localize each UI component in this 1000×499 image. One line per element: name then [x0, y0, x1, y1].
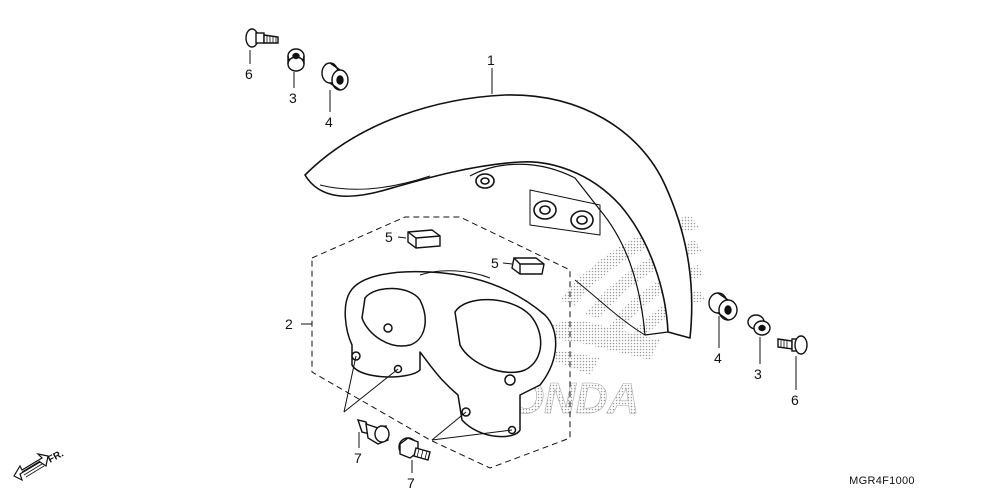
callout-7-left: 7: [354, 450, 362, 466]
front-direction-arrow: FR.: [13, 448, 66, 482]
stay-bolt-hole: [504, 374, 516, 386]
callout-6-top: 6: [245, 66, 253, 82]
collar-right: [747, 314, 771, 336]
callout-3-right: 3: [754, 366, 762, 382]
rubber-block-left: [407, 229, 441, 249]
bolt-top-left: [245, 28, 279, 48]
leader-lines: [249, 50, 797, 473]
grommet-top: [321, 62, 349, 91]
callout-2: 2: [285, 316, 293, 332]
bolt-right: [777, 335, 808, 355]
stay-bolt-hole: [383, 323, 393, 333]
callout-3-top: 3: [289, 90, 297, 106]
rubber-block-right: [511, 257, 545, 275]
diagram-code: MGR4F1000: [849, 475, 915, 487]
flange-bolt-left: [356, 419, 390, 445]
callout-6-right: 6: [791, 392, 799, 408]
front-fender: [304, 94, 693, 339]
callout-4-top: 4: [325, 114, 333, 130]
flange-bolt-center: [398, 437, 431, 461]
front-direction-label: FR.: [46, 448, 66, 465]
callout-1: 1: [487, 52, 495, 68]
callout-4-right: 4: [714, 350, 722, 366]
callout-7-center: 7: [407, 475, 415, 491]
callout-5-right: 5: [491, 255, 499, 271]
callout-5-left: 5: [385, 229, 393, 245]
grommet-right: [708, 292, 738, 321]
collar-top: [287, 48, 305, 72]
fender-stay: [344, 270, 557, 438]
